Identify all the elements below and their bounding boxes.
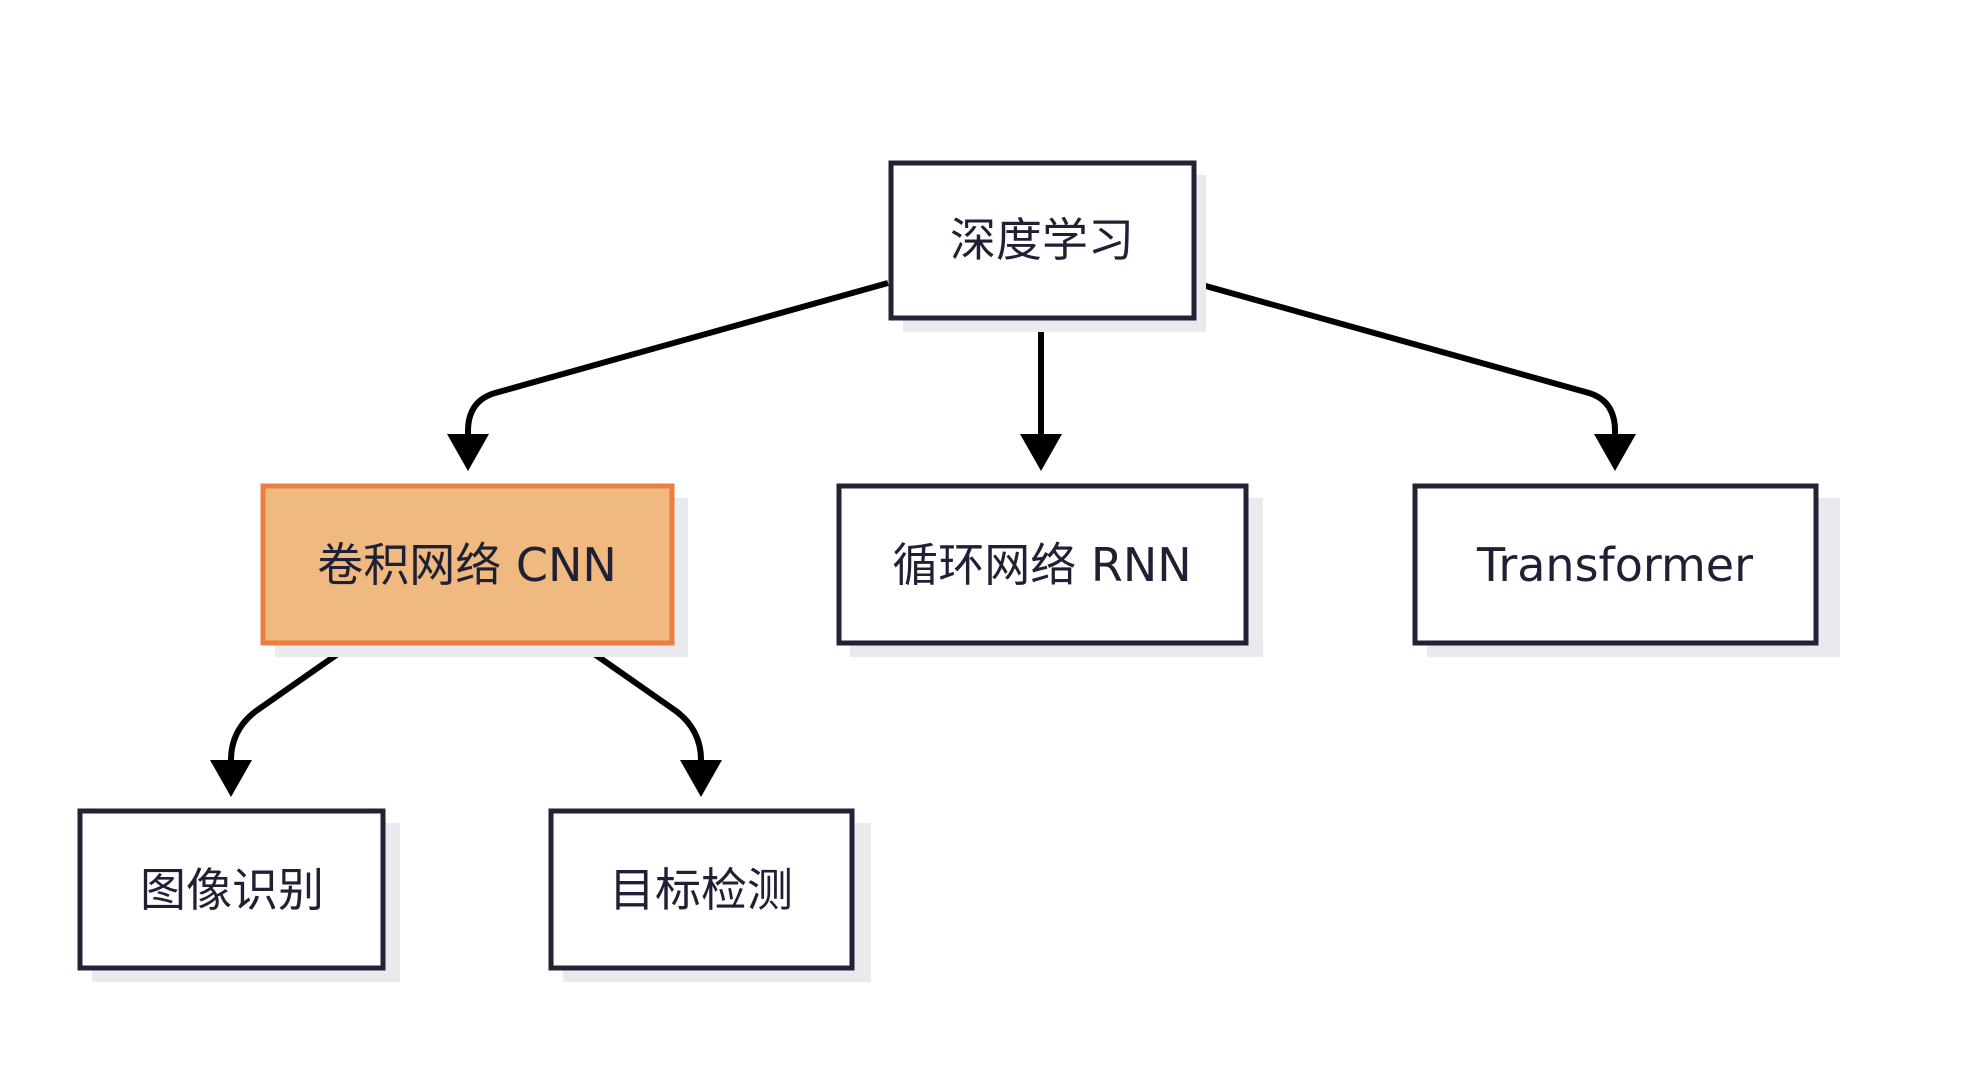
arrowhead-rnn (1020, 434, 1062, 471)
node-image-recognition-label: 图像识别 (140, 863, 324, 917)
node-transformer-box (1412, 483, 1819, 646)
node-root-label: 深度学习 (950, 213, 1134, 267)
edge-cnn-to-object-detection (578, 641, 704, 761)
node-transformer: Transformer (1412, 483, 1840, 657)
edge-root-to-transformer (1194, 280, 1618, 436)
node-object-detection-box (548, 808, 855, 971)
arrowhead-object-detection (680, 760, 722, 797)
arrowhead-image-recognition (210, 760, 252, 797)
node-rnn-label: 循环网络 RNN (892, 538, 1191, 592)
node-object-detection-label: 目标检测 (609, 863, 793, 917)
node-cnn-box (260, 483, 675, 646)
node-image-recognition: 图像识别 (77, 808, 400, 982)
node-root-box (888, 160, 1197, 321)
arrowhead-transformer (1594, 434, 1636, 471)
node-rnn-box (836, 483, 1249, 646)
node-image-recognition-box (77, 808, 386, 971)
edge-root-to-cnn (465, 280, 889, 436)
node-root: 深度学习 (888, 160, 1206, 332)
node-transformer-label: Transformer (1476, 538, 1753, 592)
arrowhead-cnn (447, 434, 489, 471)
node-cnn: 卷积网络 CNN (260, 483, 688, 657)
node-cnn-label: 卷积网络 CNN (317, 538, 617, 592)
edges (210, 280, 1636, 797)
edge-cnn-to-image-recognition (228, 641, 354, 761)
node-rnn: 循环网络 RNN (836, 483, 1263, 657)
node-object-detection: 目标检测 (548, 808, 871, 982)
